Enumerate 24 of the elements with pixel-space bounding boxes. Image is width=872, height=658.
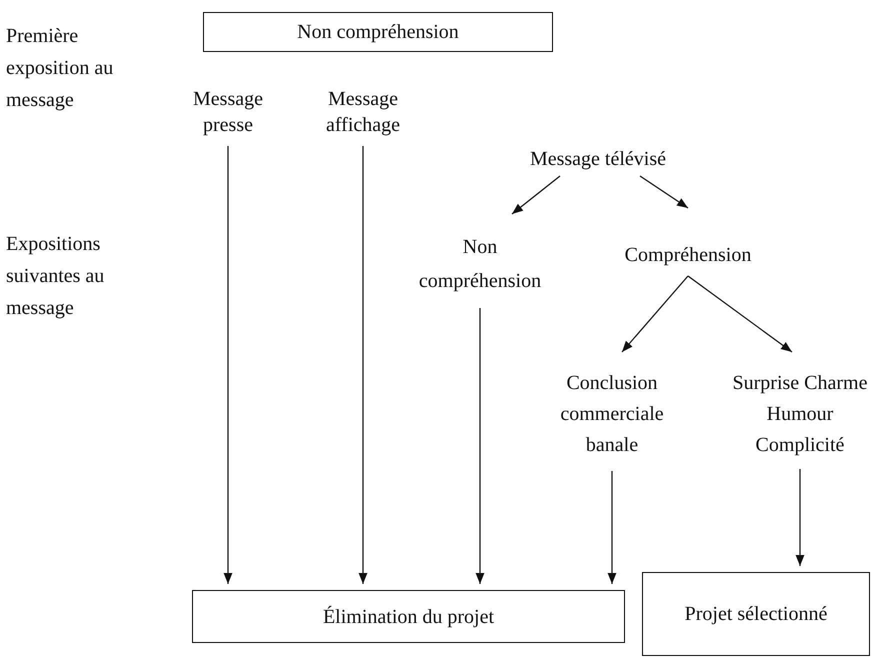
node-text: Non compréhension [418, 235, 542, 294]
process-box [192, 590, 625, 643]
node-text: Non compréhension [297, 20, 459, 45]
arrow [688, 276, 792, 352]
node-text: Élimination du projet [322, 604, 494, 630]
process-box [642, 572, 870, 656]
arrow [622, 276, 688, 352]
node-text: Message télévisé [530, 147, 666, 172]
node-text: Projet sélectionné [684, 602, 828, 627]
row-label: Expositions suivantes au message [6, 232, 106, 321]
arrow [358, 146, 368, 584]
arrow [512, 176, 560, 214]
arrow [640, 176, 688, 208]
node-text: Message affichage [324, 87, 402, 138]
node-text: Compréhension [624, 243, 752, 268]
node-text: Message presse [192, 87, 264, 138]
arrow [476, 308, 484, 584]
process-box [203, 12, 553, 52]
arrow [796, 469, 804, 566]
arrow [608, 471, 616, 584]
node-text: Surprise Charme Humour Complicité [732, 371, 868, 458]
node-text: Conclusion commerciale banale [559, 371, 665, 458]
arrow [224, 146, 232, 584]
row-label: Première exposition au message [6, 24, 114, 113]
